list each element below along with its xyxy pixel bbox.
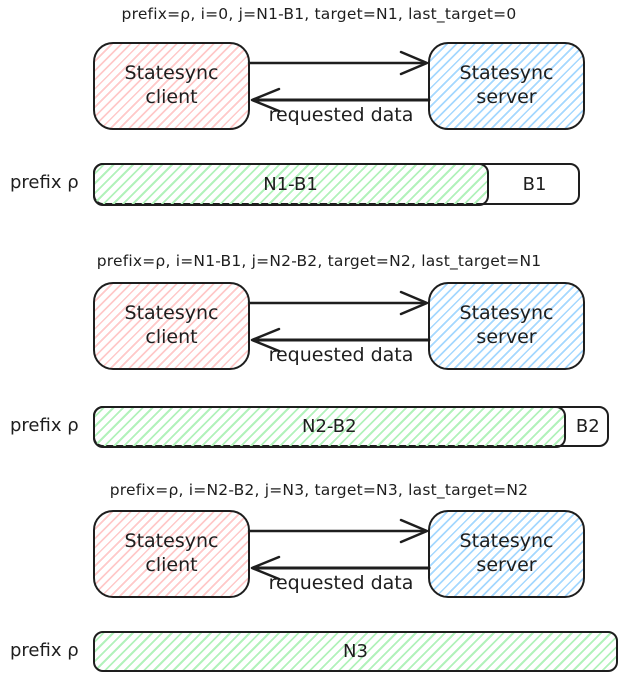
server-box-label: Statesync server	[459, 530, 554, 576]
response-arrow	[250, 87, 431, 113]
prefix-rho-label: prefix ρ	[10, 172, 79, 193]
remaining-segment-label: B2	[575, 416, 600, 437]
statesync-client-box: Statesync client	[93, 510, 250, 598]
state-bar: N3	[93, 631, 618, 672]
prefix-rho-label: prefix ρ	[10, 415, 79, 436]
remaining-segment: B2	[569, 408, 607, 445]
synced-segment: N2-B2	[92, 405, 567, 448]
request-arrow	[247, 518, 429, 544]
stage2-caption: prefix=ρ, i=N1-B1, j=N2-B2, target=N2, l…	[96, 252, 542, 270]
statesync-client-box: Statesync client	[93, 282, 250, 370]
statesync-server-box: Statesync server	[428, 282, 585, 370]
requested-data-label: requested data	[268, 572, 414, 594]
request-arrow	[247, 50, 429, 76]
stage1-caption: prefix=ρ, i=0, j=N1-B1, target=N1, last_…	[121, 5, 517, 23]
statesync-server-box: Statesync server	[428, 42, 585, 130]
requested-data-label: requested data	[268, 344, 414, 366]
synced-segment: N1-B1	[92, 162, 489, 206]
server-box-label: Statesync server	[459, 302, 554, 348]
message-arrows	[247, 290, 431, 353]
response-arrow	[250, 555, 431, 581]
client-box-label: Statesync client	[124, 302, 219, 348]
client-box-label: Statesync client	[124, 530, 219, 576]
synced-segment-label: N3	[343, 641, 368, 662]
state-bar: N1-B1 B1	[92, 162, 580, 206]
request-arrow	[247, 290, 429, 316]
message-arrows	[247, 50, 431, 113]
synced-segment-label: N1-B1	[263, 173, 318, 195]
client-box-label: Statesync client	[124, 62, 219, 108]
statesync-client-box: Statesync client	[93, 42, 250, 130]
remaining-segment-label: B1	[522, 173, 547, 195]
message-arrows	[247, 518, 431, 581]
response-arrow	[250, 327, 431, 353]
prefix-rho-label: prefix ρ	[10, 640, 79, 661]
statesync-server-box: Statesync server	[428, 510, 585, 598]
state-bar: N2-B2 B2	[92, 405, 609, 448]
remaining-segment: B1	[491, 165, 578, 203]
server-box-label: Statesync server	[459, 62, 554, 108]
synced-segment-label: N2-B2	[302, 416, 357, 437]
requested-data-label: requested data	[268, 104, 414, 126]
stage3-caption: prefix=ρ, i=N2-B2, j=N3, target=N3, last…	[109, 481, 529, 499]
